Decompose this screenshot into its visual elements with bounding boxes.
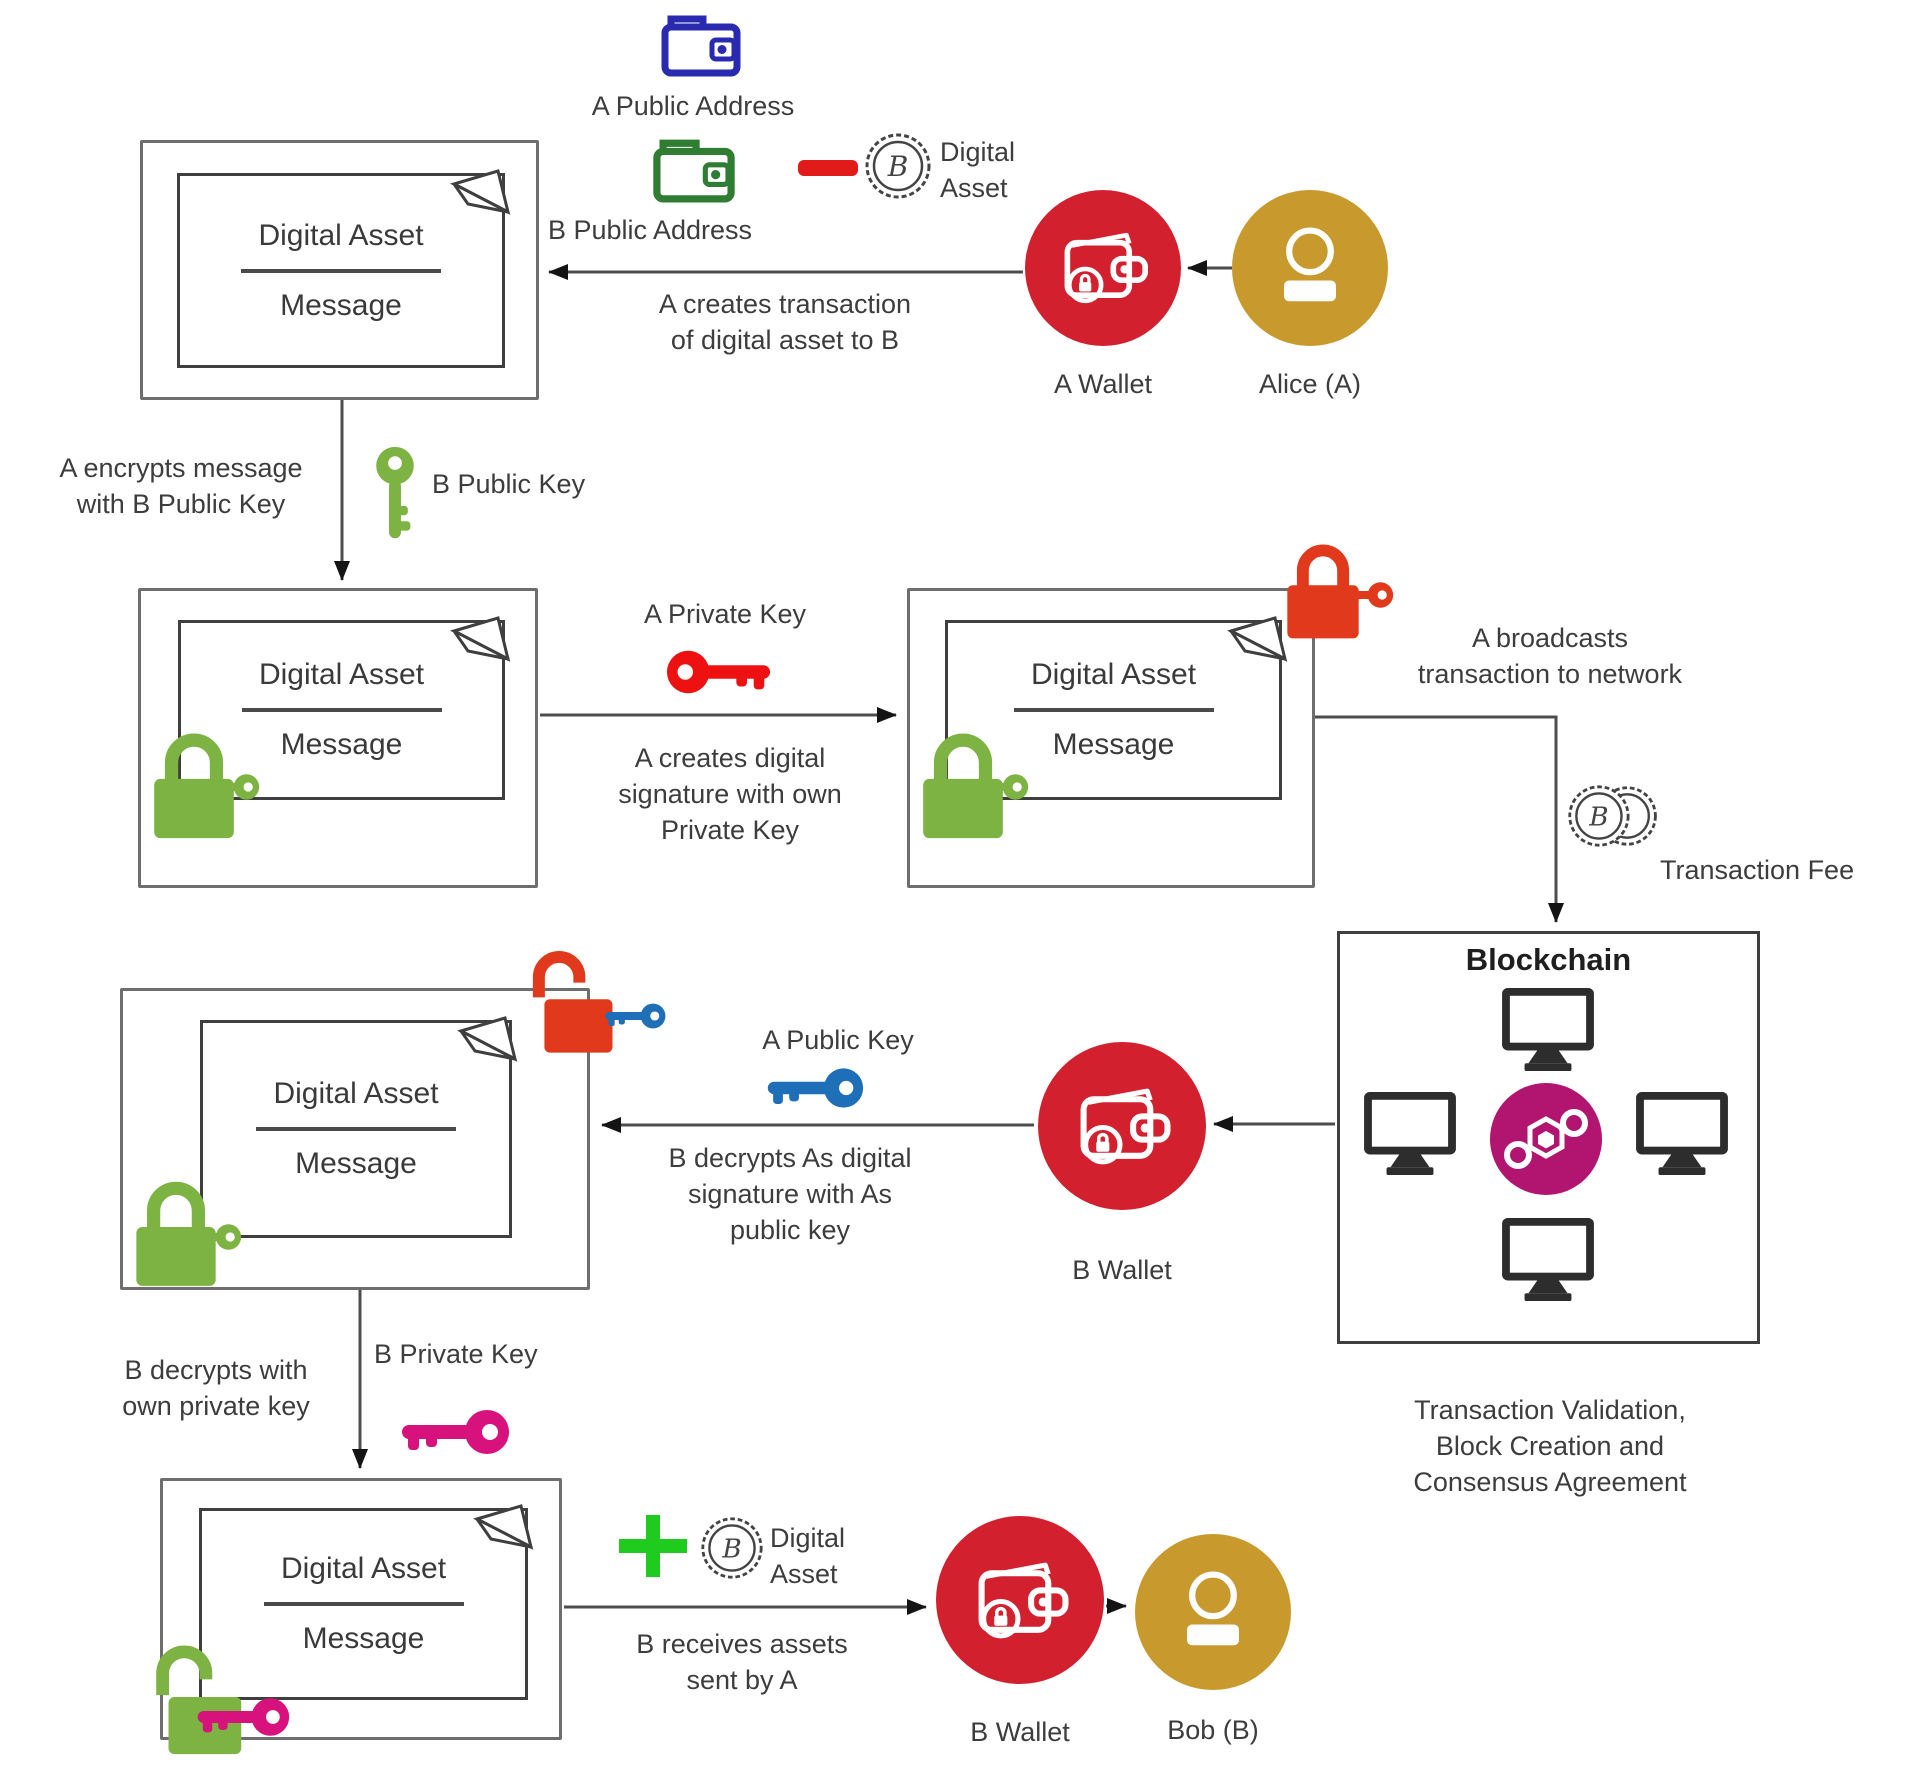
folded-corner-icon: [1227, 616, 1288, 662]
a-private-key-icon: [666, 650, 771, 694]
b-public-key-label: B Public Key: [432, 469, 586, 499]
a-wallet-label: A Wallet: [1053, 369, 1153, 399]
edge-label-verify: B decrypts As digital signature with As …: [668, 1143, 912, 1245]
wallet-icon: [964, 1552, 1076, 1649]
edge-label-sign: A creates digital signature with own Pri…: [618, 743, 842, 845]
arrow-box3-to-blockchain: [1315, 715, 1564, 923]
blockchain-title: Blockchain: [1465, 942, 1632, 977]
minus-icon: [798, 160, 858, 176]
document-2: Digital Asset Message: [178, 616, 511, 800]
alice-avatar: [1232, 190, 1388, 346]
doc-title: Digital Asset: [258, 218, 424, 252]
doc-title: Digital Asset: [258, 658, 425, 691]
wallet-icon: [1051, 223, 1155, 313]
divider: [263, 1602, 464, 1606]
document-5: Digital Asset Message: [199, 1504, 534, 1700]
folded-corner-icon: [457, 1016, 518, 1062]
folded-corner-icon: [473, 1504, 534, 1550]
b-public-key-icon: [376, 446, 414, 539]
legend-a-public-address: A Public Address: [591, 91, 795, 121]
blockchain-caption: Transaction Validation, Block Creation a…: [1413, 1395, 1687, 1497]
folded-corner-icon: [450, 169, 511, 215]
a-public-key-label: A Public Key: [762, 1025, 914, 1055]
plus-icon: [619, 1515, 687, 1577]
digital-asset-coin-icon-bottom: [701, 1517, 763, 1579]
doc-subtitle: Message: [1052, 728, 1175, 761]
divider: [1013, 708, 1214, 712]
a-public-key-small-icon: [605, 1003, 666, 1029]
red-padlock-key-icon: [1331, 582, 1394, 608]
document-1: Digital Asset Message: [177, 169, 511, 368]
person-icon: [1258, 216, 1362, 320]
b-private-key-label: B Private Key: [374, 1339, 538, 1369]
b-wallet-avatar-bottom: [936, 1516, 1104, 1684]
divider: [241, 708, 442, 712]
edge-label-encrypt: A encrypts message with B Public Key: [59, 453, 303, 519]
digital-asset-coin-icon: [865, 133, 931, 199]
document-4: Digital Asset Message: [200, 1016, 518, 1238]
wallet-icon: [1066, 1078, 1178, 1175]
bob-label: Bob (B): [1167, 1715, 1259, 1745]
transaction-fee-label: Transaction Fee: [1660, 855, 1855, 885]
divider: [241, 268, 441, 273]
doc-subtitle: Message: [302, 1622, 425, 1655]
folded-corner-icon: [450, 616, 511, 662]
a-public-key-icon: [767, 1068, 864, 1108]
doc-subtitle: Message: [280, 728, 403, 761]
digital-asset-bottom-label: Digital Asset: [770, 1523, 846, 1589]
bob-avatar: [1135, 1534, 1291, 1690]
doc-title: Digital Asset: [273, 1077, 439, 1110]
edge-label-broadcast: A broadcasts transaction to network: [1417, 623, 1683, 689]
b-wallet-bottom-label: B Wallet: [970, 1717, 1070, 1747]
edge-label-decrypt-own: B decrypts with own private key: [122, 1355, 310, 1421]
b-wallet-mid-label: B Wallet: [1072, 1255, 1172, 1285]
a-private-key-label: A Private Key: [643, 599, 807, 629]
document-3: Digital Asset Message: [945, 616, 1288, 800]
edge-label-receive: B receives assets sent by A: [636, 1629, 848, 1695]
alice-label: Alice (A): [1258, 369, 1361, 399]
b-wallet-avatar-mid: [1038, 1042, 1206, 1210]
b-private-key-icon: [402, 1410, 509, 1454]
edge-label-create-tx: A creates transaction of digital asset t…: [658, 289, 912, 355]
legend-digital-asset: Digital Asset: [940, 137, 1016, 203]
a-public-address-wallet-icon: [665, 19, 737, 73]
doc-subtitle: Message: [295, 1147, 417, 1180]
b-public-address-wallet-icon: [657, 143, 731, 199]
legend-b-public-address: B Public Address: [547, 215, 753, 245]
doc-title: Digital Asset: [280, 1552, 447, 1585]
transaction-fee-coins-icon: [1568, 785, 1657, 847]
doc-subtitle: Message: [280, 288, 402, 322]
a-wallet-avatar: [1025, 190, 1181, 346]
person-icon: [1161, 1560, 1265, 1664]
doc-title: Digital Asset: [1030, 658, 1197, 691]
divider: [256, 1127, 456, 1131]
blockchain-box: Blockchain: [1337, 931, 1760, 1344]
